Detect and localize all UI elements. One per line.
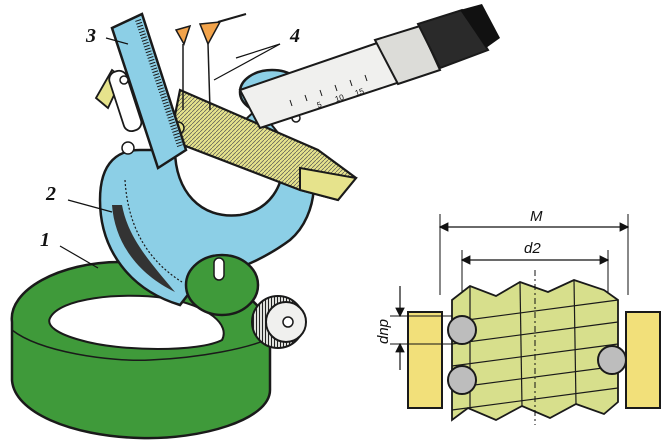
callout-2: 2 <box>45 183 56 205</box>
thread-section: M d2 dnp <box>375 208 661 425</box>
dim-label-d2: d2 <box>524 240 541 257</box>
spindle-scale <box>289 74 368 107</box>
measuring-wires <box>174 13 247 111</box>
indicator-plate <box>108 12 188 170</box>
anvil-knob <box>184 253 307 349</box>
callout-3: 3 <box>85 25 96 47</box>
spindle-barrel: 5 10 15 <box>238 4 500 130</box>
callout-4: 4 <box>289 25 300 47</box>
callout-1: 1 <box>40 229 50 251</box>
dim-label-dnp: dnp <box>375 319 392 344</box>
scale-label-5: 5 <box>316 100 324 110</box>
scale-label-10: 10 <box>334 92 346 103</box>
callout-leaders <box>59 37 281 269</box>
scale-label-15: 15 <box>354 86 366 97</box>
dim-label-M: M <box>530 208 543 225</box>
